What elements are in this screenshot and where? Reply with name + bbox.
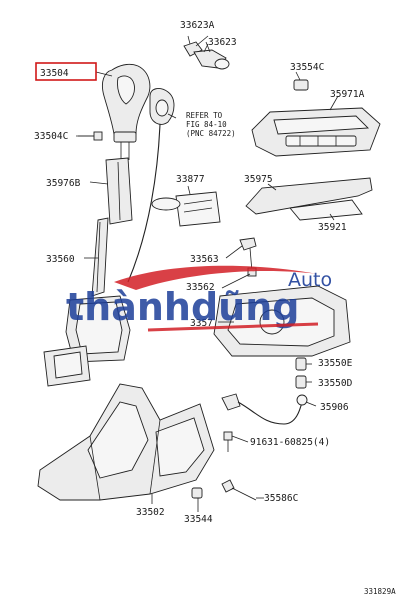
- label-33560: 33560: [46, 254, 75, 265]
- clip-33544-drawing: [191, 487, 203, 499]
- label-33623: 33623: [208, 37, 237, 48]
- label-35975: 35975: [244, 174, 273, 185]
- label-35971a: 35971A: [330, 89, 365, 100]
- knob-button-drawing: [183, 35, 230, 70]
- label-33562: 33562: [186, 282, 215, 293]
- indicator-housing-drawing: [251, 79, 381, 157]
- refer-line-2: FIG 84-10: [186, 120, 227, 129]
- leader-lines: [76, 35, 339, 512]
- refer-line-3: (PNC 84722): [186, 129, 236, 138]
- label-33502: 33502: [136, 507, 165, 518]
- label-33563: 33563: [190, 254, 219, 265]
- sheet-33877-drawing: [151, 191, 221, 227]
- part-labels: 33623A 33623 33504 33554C 35971A REFER T…: [34, 20, 396, 596]
- label-35906: 35906: [320, 402, 349, 413]
- label-33544: 33544: [184, 514, 213, 525]
- watermark-brand: thànhdũng: [66, 285, 299, 329]
- cable-35906-drawing: [221, 393, 308, 425]
- shift-lever-drawing: [43, 157, 133, 387]
- figure-code: 331829A: [364, 587, 396, 596]
- label-3357: 3357: [190, 318, 213, 329]
- label-33877: 33877: [176, 174, 205, 185]
- bolt-91631-drawing: [223, 431, 233, 452]
- label-33504: 33504: [40, 68, 69, 79]
- label-33550e: 33550E: [318, 358, 353, 369]
- refer-line-1: REFER TO: [186, 111, 223, 120]
- release-cable-drawing: [127, 88, 175, 283]
- watermark-swoosh: [114, 265, 318, 290]
- label-33504c: 33504C: [34, 131, 68, 142]
- label-35921: 35921: [318, 222, 347, 233]
- label-33554c: 33554C: [290, 62, 324, 73]
- indicator-plate-drawing: [245, 177, 373, 221]
- label-35586c: 35586C: [264, 493, 298, 504]
- highlight-box-33504: [35, 62, 97, 81]
- shift-base-drawing: [213, 285, 351, 357]
- watermark-logo: Auto thànhdũng: [66, 265, 332, 332]
- pin-35586c-drawing: [221, 479, 257, 501]
- shift-knob-drawing: [101, 63, 151, 160]
- label-33550d: 33550D: [318, 378, 353, 389]
- label-33623a: 33623A: [180, 20, 215, 31]
- plug-drawings: [295, 357, 307, 389]
- watermark-auto: Auto: [288, 269, 332, 291]
- label-91631-60825: 91631-60825(4): [250, 437, 330, 448]
- bracket-33502-drawing: [37, 383, 215, 501]
- watermark-underline: [147, 322, 319, 332]
- label-35976b: 35976B: [46, 178, 81, 189]
